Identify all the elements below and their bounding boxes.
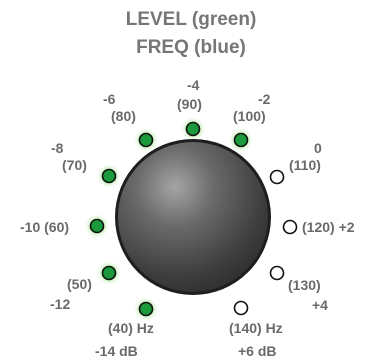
label-zero: 0 — [314, 140, 322, 156]
label-70: (70) — [62, 157, 87, 173]
led-lit-dot — [185, 121, 201, 137]
label-plus4: +4 — [312, 297, 328, 313]
label-minus4: -4 — [187, 77, 200, 93]
label-110: (110) — [289, 157, 321, 173]
title-freq: FREQ (blue) — [136, 37, 246, 58]
label-40hz: (40) Hz — [108, 320, 154, 336]
label-130: (130) — [288, 277, 321, 293]
led-unlit-dot — [282, 219, 298, 235]
led-lit-dot — [89, 218, 105, 234]
label-50: (50) — [67, 276, 92, 292]
led-4-on — [133, 127, 159, 153]
led-6-on — [228, 127, 254, 153]
label-minus10-60: -10 (60) — [20, 219, 70, 235]
led-unlit-dot — [269, 169, 285, 185]
led-2-on — [84, 213, 110, 239]
label-140hz: (140) Hz — [229, 320, 283, 336]
label-plus6-db: +6 dB — [238, 343, 277, 359]
led-1-on — [96, 260, 122, 286]
led-5-on — [180, 116, 206, 142]
led-8-off — [282, 219, 298, 235]
led-lit-dot — [138, 132, 154, 148]
knob[interactable] — [118, 142, 268, 292]
led-9-off — [269, 265, 285, 281]
led-lit-dot — [101, 168, 117, 184]
led-lit-dot — [101, 265, 117, 281]
label-120-plus2: (120) +2 — [302, 219, 355, 235]
led-10-off — [233, 300, 249, 316]
label-minus2: -2 — [258, 91, 271, 107]
label-minus14-db: -14 dB — [95, 343, 138, 359]
led-7-off — [269, 169, 285, 185]
led-lit-dot — [138, 301, 154, 317]
label-80: (80) — [111, 108, 136, 124]
title-level: LEVEL (green) — [125, 9, 257, 30]
led-0-on — [133, 296, 159, 322]
led-3-on — [96, 163, 122, 189]
label-minus12: -12 — [50, 296, 71, 312]
led-unlit-dot — [233, 300, 249, 316]
led-lit-dot — [233, 132, 249, 148]
label-minus6: -6 — [103, 91, 116, 107]
label-100: (100) — [233, 108, 266, 124]
label-minus8: -8 — [51, 140, 64, 156]
led-unlit-dot — [269, 265, 285, 281]
label-90: (90) — [177, 96, 202, 112]
